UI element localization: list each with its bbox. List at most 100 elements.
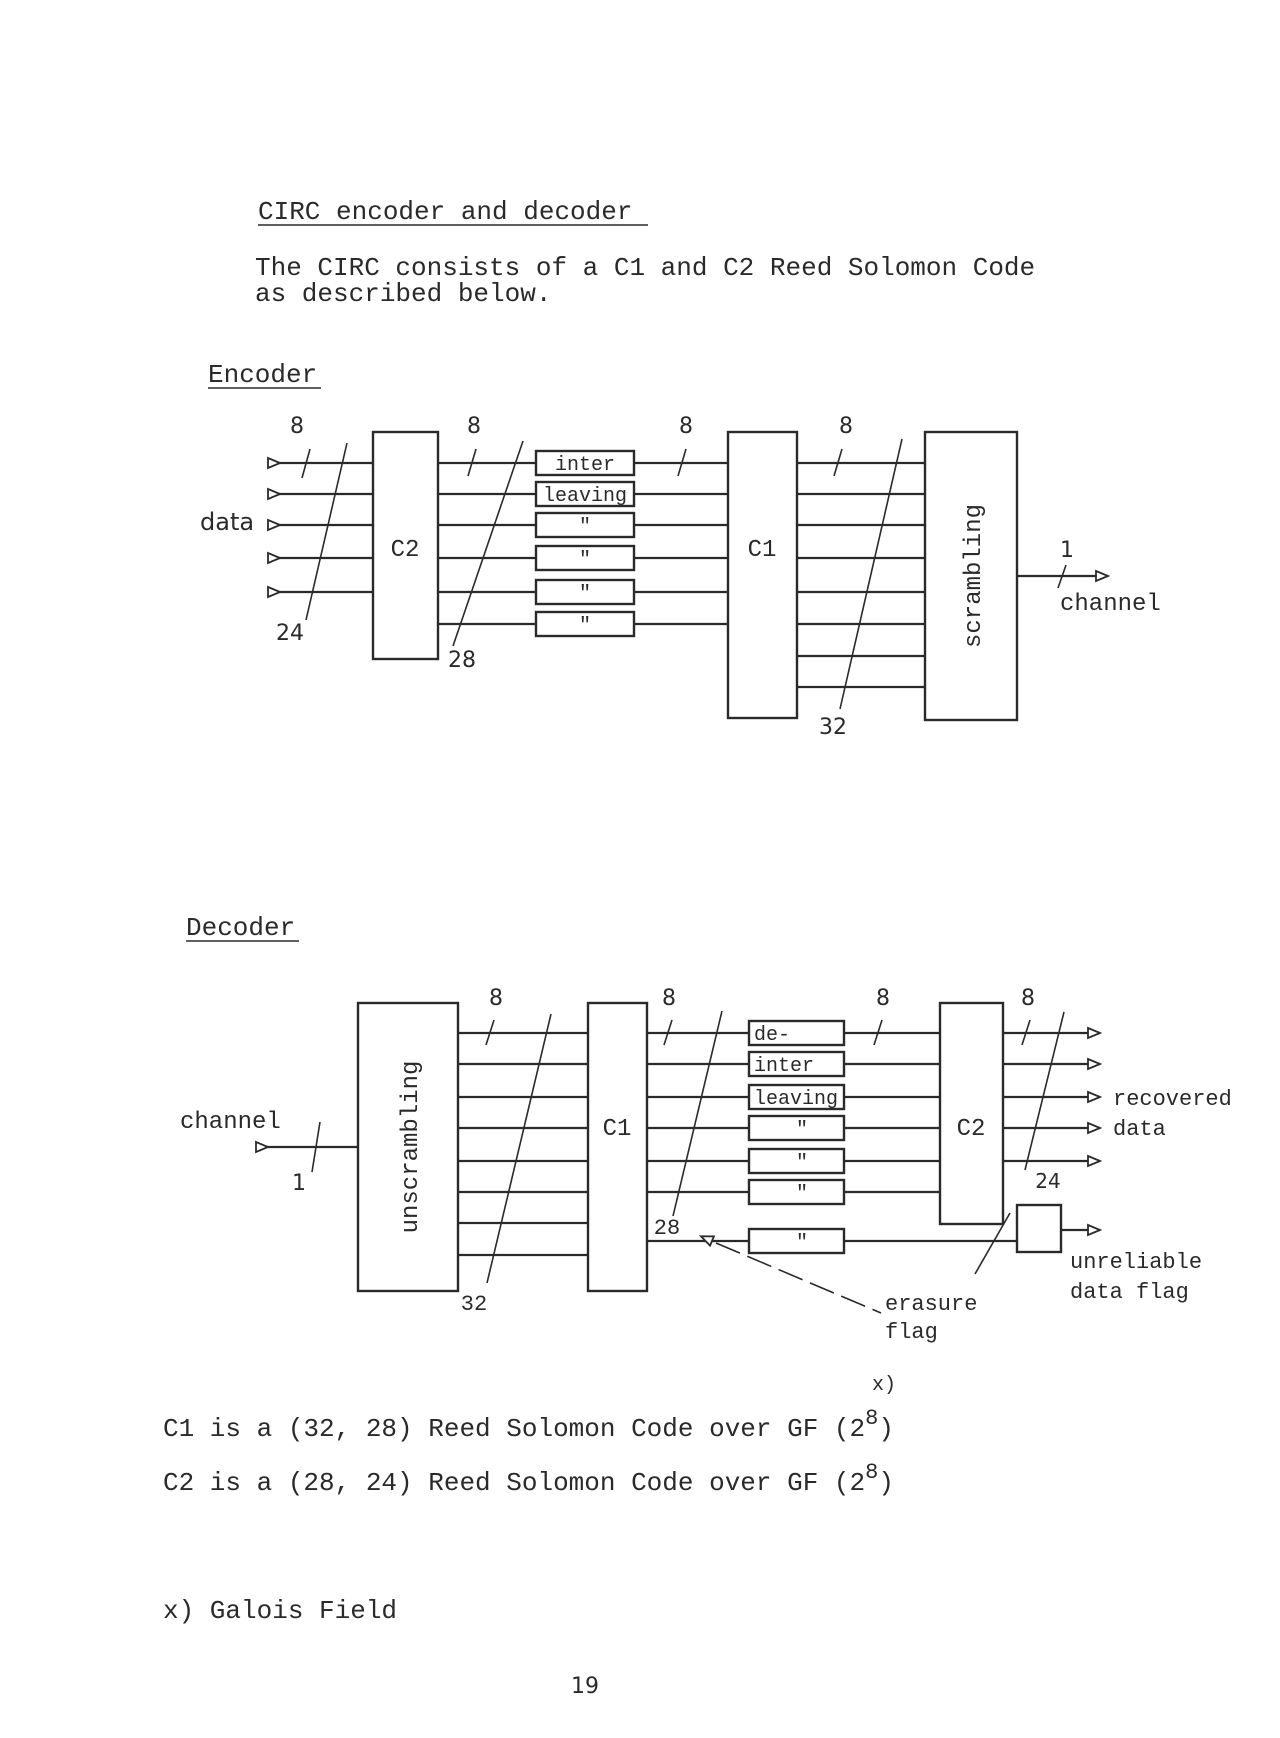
bus-slash (311, 1121, 321, 1173)
interleave-box-label: " (579, 583, 591, 606)
bus-slash (1057, 564, 1067, 589)
interleave-box-label: inter (555, 454, 615, 477)
decoder-c2-label: C2 (957, 1116, 986, 1143)
decoder-title: Decoder (186, 913, 295, 943)
output-arrow-icon (1087, 1121, 1103, 1135)
unreliable-flag-label: unreliable (1070, 1250, 1202, 1275)
interleave-delay-box (534, 610, 636, 638)
encoder-scrambling-label: scrambling (961, 504, 988, 648)
deinterleave-delay-box (747, 1050, 846, 1078)
mid-count-label: 28 (654, 1216, 680, 1241)
bus-width-label: 8 (1021, 986, 1035, 1011)
deinterleave-delay-box (747, 1178, 846, 1206)
intro-line-1: The CIRC consists of a C1 and C2 Reed So… (255, 253, 1035, 283)
bus-width-label: 8 (876, 986, 890, 1011)
deinterleave-box-label: " (796, 1232, 808, 1255)
interleave-delay-box (534, 511, 636, 539)
deinterleave-delay-box (747, 1083, 846, 1111)
decoder-c2-block (938, 1001, 1005, 1226)
bus-slash (663, 1019, 673, 1046)
c2-definition: C2 is a (28, 24) Reed Solomon Code over … (163, 1460, 894, 1498)
decoder-diagram: Decoder unscrambling C1 C2 de-interleavi… (180, 913, 1232, 1345)
erasure-flag-label: erasure (885, 1292, 977, 1317)
encoder-input-label: data (200, 508, 254, 536)
bus-width-label: 8 (662, 986, 676, 1011)
bus-slash (467, 448, 477, 477)
deinterleave-delay-box (747, 1147, 846, 1175)
input-arrow-icon (267, 551, 283, 565)
deinterleave-box-label: de- (754, 1024, 790, 1047)
output-arrow-icon (1087, 1223, 1103, 1237)
interleave-delay-box (534, 544, 636, 572)
bus-width-label: 8 (839, 414, 853, 439)
input-count-label: 32 (461, 1292, 487, 1317)
footnote: x) Galois Field (163, 1596, 397, 1626)
bus-slash (677, 448, 687, 477)
input-arrow-icon (267, 456, 283, 470)
bus-width-label: 8 (290, 414, 304, 439)
footnote-mark: x) (872, 1374, 896, 1397)
input-arrow-icon (267, 487, 283, 501)
deinterleave-box-label: " (796, 1119, 808, 1142)
encoder-c2-label: C2 (391, 537, 420, 564)
bus-bracket-slash (839, 438, 903, 710)
encoder-c2-block (371, 430, 440, 661)
input-arrow-icon (267, 585, 283, 599)
channel-width-label: 1 (292, 1171, 306, 1196)
bus-slash (301, 448, 311, 479)
page-number: 19 (571, 1674, 599, 1699)
interleave-box-label: " (579, 516, 591, 539)
bus-width-label: 8 (467, 414, 481, 439)
bus-slash (833, 448, 843, 477)
encoder-c1-block (726, 430, 799, 720)
deinterleave-delay-box (747, 1227, 846, 1255)
erasure-pointer-line (715, 1242, 882, 1314)
interleave-delay-box (534, 449, 636, 477)
bus-width-label: 8 (489, 986, 503, 1011)
output-arrow-icon (1087, 1026, 1103, 1040)
deinterleave-box-label: inter (754, 1055, 814, 1078)
input-arrow-icon (267, 518, 283, 532)
encoder-c1-label: C1 (748, 537, 777, 564)
deinterleave-box-label: " (796, 1152, 808, 1175)
bus-bracket-slash (452, 440, 524, 647)
channel-width-label: 1 (1060, 538, 1074, 563)
output-arrow-icon (1095, 569, 1111, 583)
interleave-box-label: " (579, 615, 591, 638)
interleave-box-label: " (579, 549, 591, 572)
output-count-label: 24 (1035, 1169, 1060, 1193)
output-arrow-icon (1087, 1154, 1103, 1168)
bus-bracket-slash (305, 442, 348, 621)
decoder-input-label: channel (180, 1109, 281, 1136)
bus-width-label: 8 (679, 414, 693, 439)
decoder-unscrambling-label: unscrambling (398, 1061, 425, 1234)
deinterleave-delay-box (747, 1114, 846, 1142)
bus-bracket-slash (672, 1010, 723, 1217)
deinterleave-box-label: " (796, 1183, 808, 1206)
unreliable-flag-label: data flag (1070, 1280, 1189, 1305)
interleave-delay-box (534, 578, 636, 606)
erasure-flag-label: flag (885, 1320, 938, 1345)
bus-bracket-slash (486, 1013, 552, 1284)
bus-bracket-slash (1024, 1011, 1065, 1171)
deinterleave-box-label: leaving (754, 1088, 838, 1111)
interleave-box-label: leaving (543, 485, 627, 508)
interleave-boxes: inter leaving " " " " (534, 449, 636, 638)
bus-slash (1021, 1019, 1031, 1046)
flag-logic-block (1015, 1203, 1063, 1254)
encoder-diagram: Encoder C2 C1 scrambling inter leaving " " "… (200, 360, 1161, 740)
encoder-output-label: channel (1060, 591, 1161, 618)
output-count-label: 32 (819, 715, 847, 740)
decoder-unscrambling-block (356, 1001, 460, 1293)
interleave-delay-box (534, 480, 636, 508)
deinterleave-delay-box (747, 1019, 846, 1047)
input-arrow-icon (255, 1140, 271, 1154)
output-arrow-icon (1087, 1057, 1103, 1071)
bus-slash (485, 1019, 495, 1046)
deinterleave-boxes: de-inter leaving " " " " (747, 1019, 846, 1255)
section-heading: CIRC encoder and decoder (258, 197, 632, 227)
encoder-title: Encoder (208, 360, 317, 390)
input-count-label: 24 (276, 621, 304, 646)
bus-slash (873, 1019, 883, 1046)
